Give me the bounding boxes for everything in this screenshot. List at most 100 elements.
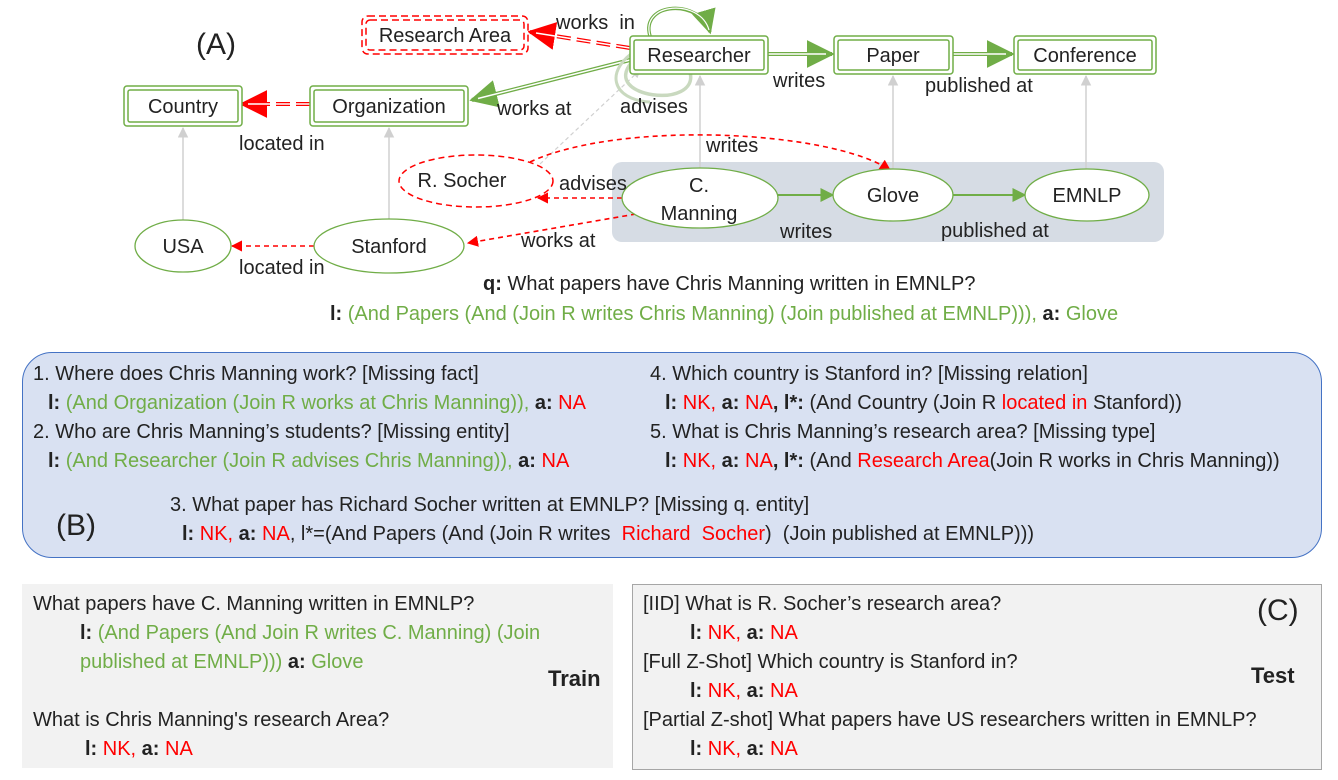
node-glove [832, 168, 954, 222]
c3-a-prefix: a: [741, 738, 765, 760]
panel-test [632, 584, 1322, 770]
edge-label-located-in-top: located in [239, 133, 325, 155]
b4-a-text: NA [739, 392, 773, 414]
train-l1-text-b: published at EMNLP))) [80, 651, 283, 673]
panel-b-label: (B) [56, 509, 96, 542]
a-text: Glove [1060, 303, 1119, 325]
c2-a-prefix: a: [741, 680, 765, 702]
train-l1-line1: l: (And Papers (And Join R writes C. Man… [80, 621, 540, 645]
train-l2: l: NK, a: NA [85, 737, 193, 761]
train-l2-prefix: l: [85, 738, 98, 760]
b2-a-prefix: a: [512, 450, 536, 472]
train-a2-text: NA [159, 738, 193, 760]
train-l1-text-a: (And Papers (And Join R writes C. Mannin… [92, 622, 541, 644]
c2-a-text: NA [764, 680, 798, 702]
edge-label-writes-top: writes [772, 70, 825, 92]
node-label-researcher: Researcher [647, 45, 751, 67]
node-label-c-manning-2: Manning [661, 203, 738, 225]
b4-lstar-1: (And Country (Join R [803, 392, 1002, 414]
b-item-5-question: 5. What is Chris Manning’s research area… [650, 421, 1156, 443]
node-research-area [361, 15, 529, 55]
node-researcher [629, 35, 769, 75]
c2-l-prefix: l: [690, 680, 703, 702]
test-item-2-question: [Full Z-Shot] Which country is Stanford … [643, 651, 1018, 673]
kg-diagram: Research Area Researcher Paper Conferenc… [123, 6, 1164, 279]
b1-l-prefix: l: [48, 392, 61, 414]
edge-label-works-at-bottom: works at [520, 230, 596, 252]
test-item-1-question: [IID] What is R. Socher’s research area? [643, 593, 1002, 615]
node-label-r-socher: R. Socher [418, 170, 507, 192]
b3-lstar-red: Richard Socher [621, 523, 766, 545]
c1-l-prefix: l: [690, 622, 703, 644]
c1-a-text: NA [764, 622, 798, 644]
c3-l-nk: NK, [702, 738, 742, 760]
b4-l-prefix: l: [665, 392, 678, 414]
b5-lstar-red: Research Area [857, 450, 990, 472]
node-country [123, 85, 243, 127]
b5-a-prefix: a: [716, 450, 740, 472]
node-usa [134, 219, 232, 273]
a-prefix: a: [1036, 303, 1061, 325]
b-item-2-answer: l: (And Researcher (Join R advises Chris… [48, 449, 569, 473]
node-conference [1013, 35, 1157, 75]
node-emnlp [1024, 168, 1150, 222]
c3-a-text: NA [764, 738, 798, 760]
node-label-conference: Conference [1033, 45, 1136, 67]
node-label-country: Country [148, 96, 218, 118]
b5-lstar-prefix: , l*: [772, 450, 804, 472]
train-a1-text: Glove [305, 651, 364, 673]
b4-lstar-red: located in [1001, 392, 1088, 414]
b4-a-prefix: a: [716, 392, 740, 414]
b1-a-prefix: a: [529, 392, 553, 414]
test-heading: Test [1251, 663, 1295, 688]
train-q2: What is Chris Manning's research Area? [33, 709, 390, 731]
train-l1-prefix: l: [80, 622, 93, 644]
panel-a-logical-form: l: (And Papers (And (Join R writes Chris… [330, 302, 1118, 326]
panel-train [22, 584, 613, 768]
b5-lstar-1: (And [803, 450, 858, 472]
b-item-4-question: 4. Which country is Stanford in? [Missin… [650, 363, 1088, 385]
b5-a-text: NA [739, 450, 773, 472]
panel-a-query: q: What papers have Chris Manning writte… [483, 272, 975, 296]
panel-a-label: (A) [196, 28, 236, 61]
edge-manning-stanford [466, 213, 637, 247]
edge-label-located-in-bottom: located in [239, 257, 325, 279]
b2-l-prefix: l: [48, 450, 61, 472]
node-stanford [313, 218, 465, 274]
edge-label-published-at-bottom: published at [941, 220, 1049, 242]
node-label-organization: Organization [332, 96, 445, 118]
test-item-3-question: [Partial Z-shot] What papers have US res… [643, 709, 1257, 731]
edge-advises-loop [623, 60, 693, 98]
b1-l-text: (And Organization (Join R works at Chris… [60, 392, 530, 414]
edge-socher-glove [529, 134, 891, 171]
node-label-emnlp: EMNLP [1053, 185, 1122, 207]
b-item-4-answer: l: NK, a: NA, l*: (And Country (Join R l… [665, 391, 1182, 415]
b3-lstar-1: (And Papers (And (Join R writes [324, 523, 622, 545]
test-item-2-answer: l: NK, a: NA [690, 679, 798, 703]
b2-l-text: (And Researcher (Join R advises Chris Ma… [60, 450, 513, 472]
node-label-paper: Paper [866, 45, 920, 67]
node-c-manning [621, 167, 779, 229]
node-label-glove: Glove [867, 185, 919, 207]
b5-lstar-2: (Join R works in Chris Manning)) [989, 450, 1280, 472]
node-label-stanford: Stanford [351, 236, 427, 258]
train-q1: What papers have C. Manning written in E… [33, 593, 475, 615]
b-item-1-question: 1. Where does Chris Manning work? [Missi… [33, 363, 479, 385]
edge-label-writes-bottom: writes [779, 221, 832, 243]
train-l2-nk: NK, [97, 738, 137, 760]
panel-c-label: (C) [1257, 594, 1299, 627]
b-item-2-question: 2. Who are Chris Manning’s students? [Mi… [33, 421, 510, 443]
b3-lstar-2: ) (Join published at EMNLP))) [765, 523, 1035, 545]
edge-label-advises-top: advises [620, 96, 688, 118]
b-item-1-answer: l: (And Organization (Join R works at Ch… [48, 391, 586, 415]
b-item-3-answer: l: NK, a: NA, l*=(And Papers (And (Join … [182, 522, 1034, 546]
b1-a-text: NA [552, 392, 586, 414]
b3-l-nk: NK, [194, 523, 234, 545]
node-r-socher [398, 154, 554, 208]
b3-a-text: NA [256, 523, 290, 545]
b5-l-prefix: l: [665, 450, 678, 472]
train-a2-prefix: a: [136, 738, 160, 760]
edge-label-advises-mid: advises [559, 173, 627, 195]
edge-label-works-in: works in [555, 12, 635, 34]
panel-b [22, 352, 1322, 558]
